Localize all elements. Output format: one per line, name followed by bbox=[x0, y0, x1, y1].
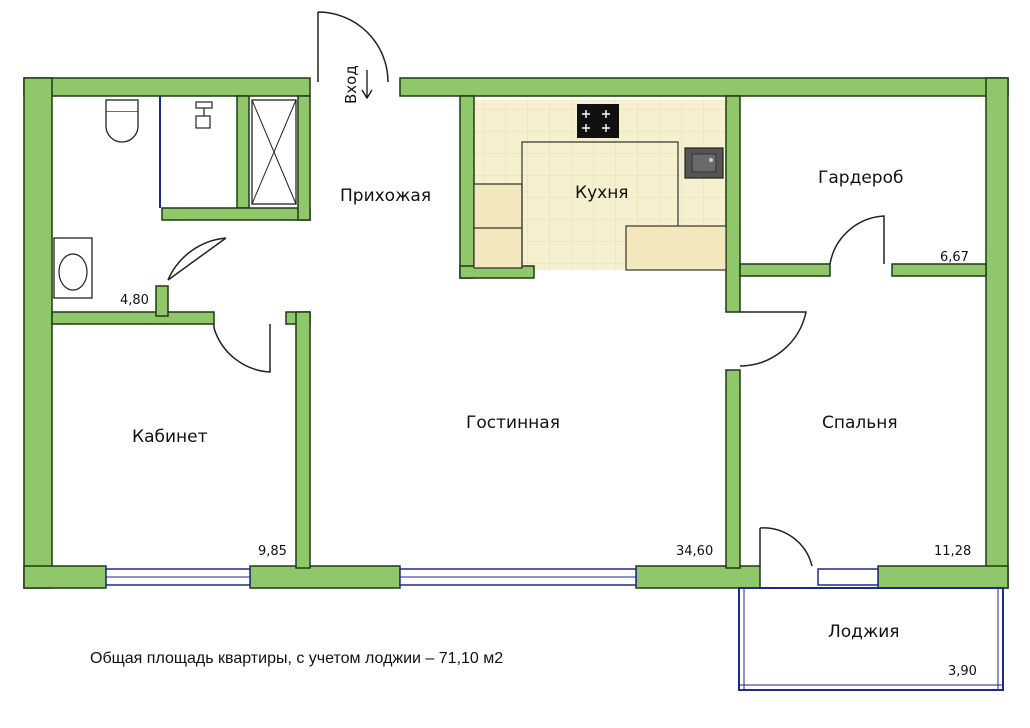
faucet-icon bbox=[195, 101, 213, 129]
bedroom-label: Спальня bbox=[822, 413, 898, 433]
entrance-arrow bbox=[361, 70, 373, 100]
study-area: 9,85 bbox=[258, 544, 287, 559]
loggia-area: 3,90 bbox=[948, 664, 977, 679]
outer-walls bbox=[23, 77, 1009, 589]
windows bbox=[105, 568, 879, 586]
toilet-icon bbox=[105, 99, 139, 143]
doors bbox=[167, 11, 885, 567]
bathroom-area: 4,80 bbox=[120, 293, 149, 308]
shower-cabin-icon bbox=[251, 99, 297, 205]
wardrobe-label: Гардероб bbox=[818, 168, 903, 188]
living-room-label: Гостинная bbox=[466, 413, 560, 433]
study-label: Кабинет bbox=[132, 427, 208, 447]
kitchen-counter bbox=[473, 141, 727, 271]
stove-icon bbox=[577, 104, 619, 138]
sink-icon bbox=[53, 237, 93, 299]
interior-walls bbox=[51, 95, 987, 569]
loggia-frame bbox=[738, 587, 1004, 691]
wardrobe-area: 6,67 bbox=[940, 250, 969, 265]
entrance-label: Вход bbox=[342, 65, 360, 104]
loggia-label: Лоджия bbox=[828, 622, 900, 642]
bedroom-area: 11,28 bbox=[934, 544, 971, 559]
living-room-area: 34,60 bbox=[676, 544, 713, 559]
kitchen-sink-icon bbox=[684, 147, 724, 179]
total-area-note: Общая площадь квартиры, с учетом лоджии … bbox=[90, 650, 504, 667]
kitchen-label: Кухня bbox=[575, 183, 629, 203]
hallway-label: Прихожая bbox=[340, 186, 431, 206]
